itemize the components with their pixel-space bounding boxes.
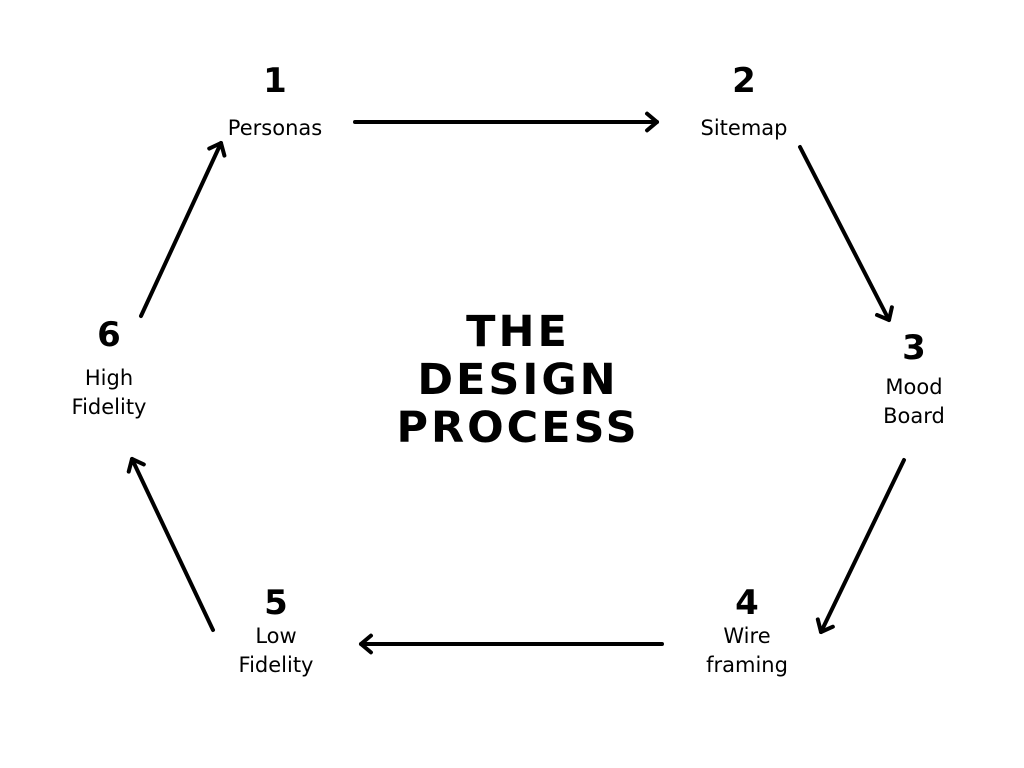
arrow-head	[815, 617, 835, 634]
step-label: Wire framing	[706, 624, 788, 677]
arrow-wire-framing-to-low-fidelity	[359, 633, 664, 655]
title-line-design: DESIGN	[417, 355, 619, 405]
step-wire-framing: 4 Wire framing	[706, 586, 788, 680]
arrow-shaft	[798, 145, 891, 322]
title-line-process: PROCESS	[396, 403, 640, 453]
arrow-shaft	[139, 141, 223, 318]
arrow-head	[875, 305, 894, 322]
arrow-shaft	[130, 457, 215, 632]
step-label: Sitemap	[700, 116, 788, 140]
arrow-high-fidelity-to-personas	[139, 141, 227, 318]
step-number: 1	[263, 61, 287, 101]
step-low-fidelity: 5 Low Fidelity	[239, 586, 314, 680]
arrow-head	[645, 111, 659, 133]
step-label: Low Fidelity	[238, 624, 314, 677]
step-personas: 1 Personas	[228, 64, 322, 143]
step-number: 2	[732, 61, 756, 101]
step-label: Mood Board	[883, 375, 945, 428]
arrow-mood-board-to-wire-framing	[815, 458, 906, 634]
title-line-the: THE	[466, 307, 570, 357]
step-label: Personas	[227, 116, 323, 140]
step-sitemap: 2 Sitemap	[701, 64, 788, 143]
step-label: High Fidelity	[71, 366, 147, 419]
diagram-title: THE DESIGN PROCESS	[388, 308, 648, 452]
arrow-shaft	[819, 458, 906, 634]
step-mood-board: 3 Mood Board	[883, 331, 945, 431]
arrow-sitemap-to-mood-board	[798, 145, 894, 322]
step-number: 5	[264, 583, 288, 623]
arrow-head	[207, 141, 227, 158]
arrow-personas-to-sitemap	[353, 111, 659, 133]
arrow-low-fidelity-to-high-fidelity	[126, 457, 215, 632]
step-number: 6	[97, 315, 121, 355]
step-number: 4	[735, 583, 759, 623]
step-high-fidelity: 6 High Fidelity	[72, 318, 147, 422]
arrow-head	[126, 457, 146, 474]
step-number: 3	[902, 328, 926, 368]
arrow-head	[359, 633, 373, 655]
